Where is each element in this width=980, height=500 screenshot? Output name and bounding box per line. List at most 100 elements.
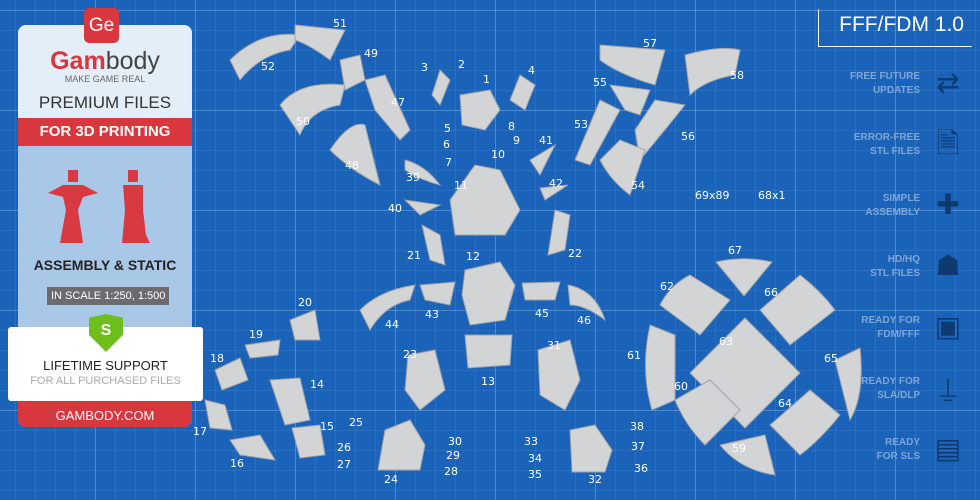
part-label: 16	[230, 457, 244, 470]
part-59	[719, 434, 776, 476]
part-23	[404, 349, 446, 411]
part-label: 34	[528, 452, 542, 465]
part-53	[574, 99, 621, 166]
part-45	[521, 281, 561, 301]
part-label: 17	[193, 425, 207, 438]
part-57	[599, 44, 666, 86]
part-label: 44	[385, 318, 399, 331]
part-label: 69x89	[695, 189, 730, 202]
part-47	[364, 74, 411, 141]
feature-line-2: STL FILES	[870, 146, 920, 157]
figurines-illustration	[48, 170, 150, 243]
part-label: 9	[513, 134, 520, 147]
part-label: 25	[349, 416, 363, 429]
feature-line-1: READY FOR	[861, 315, 920, 326]
part-60	[674, 379, 741, 446]
part-label: 67	[728, 244, 742, 257]
part-label: 41	[539, 134, 553, 147]
part-label: 22	[568, 247, 582, 260]
part-41	[529, 143, 557, 176]
scale-badge: IN SCALE 1:250, 1:500	[47, 287, 170, 305]
feature-item: HD/HQ STL FILES	[800, 253, 920, 281]
part-label: 53	[574, 118, 588, 131]
part-1	[459, 89, 501, 131]
puzzle-icon: ✚	[936, 189, 960, 220]
file-check-icon: 🗎	[936, 128, 960, 159]
part-label: 60	[674, 380, 688, 393]
part-label: 20	[298, 296, 312, 309]
sls-printer-icon: ▤	[934, 433, 962, 464]
part-label: 23	[403, 348, 417, 361]
part-label: 12	[466, 250, 480, 263]
part-31	[537, 339, 581, 411]
part-label: 11	[454, 179, 468, 192]
brand-logo: Gambody	[50, 47, 160, 75]
part-label: 24	[384, 473, 398, 486]
tagline: MAKE GAME REAL	[64, 74, 146, 84]
part-label: 18	[210, 352, 224, 365]
feature-line-2: UPDATES	[872, 85, 920, 96]
part-label: 65	[824, 352, 838, 365]
support-title: LIFETIME SUPPORT	[43, 358, 168, 373]
part-label: 21	[407, 249, 421, 262]
for-3d-printing-banner: FOR 3D PRINTING	[18, 118, 192, 146]
part-24	[377, 419, 426, 471]
part-65	[834, 347, 862, 422]
part-50	[279, 83, 346, 137]
part-20	[289, 309, 321, 341]
part-label: 39	[406, 171, 420, 184]
part-49	[339, 54, 366, 91]
part-label: 14	[310, 378, 324, 391]
part-62	[659, 274, 731, 336]
part-label: 62	[660, 280, 674, 293]
part-label: 5	[444, 122, 451, 135]
feature-line-2: STL FILES	[870, 268, 920, 279]
part-label: 66	[764, 286, 778, 299]
fdm-printer-icon: ▣	[934, 311, 962, 342]
part-label: 48	[345, 159, 359, 172]
part-18	[214, 357, 249, 391]
support-subtitle: FOR ALL PURCHASED FILES	[30, 375, 181, 387]
part-label: 51	[333, 17, 347, 30]
part-label: 13	[481, 375, 495, 388]
assembly-static-text: ASSEMBLY & STATIC	[33, 257, 177, 273]
part-58	[684, 47, 741, 97]
part-label: 35	[528, 468, 542, 481]
part-32	[569, 424, 613, 473]
part-label: 33	[524, 435, 538, 448]
part-42	[539, 184, 569, 201]
part-label: 52	[261, 60, 275, 73]
part-label: 4	[528, 64, 535, 77]
part-label: 19	[249, 328, 263, 341]
part-14	[269, 377, 311, 426]
feature-line-2: ASSEMBLY	[865, 207, 920, 218]
part-label: 27	[337, 458, 351, 471]
part-label: 1	[483, 73, 490, 86]
part-4	[509, 74, 536, 111]
gambody-link[interactable]: GAMBODY.COM	[18, 401, 192, 427]
part-label: 37	[631, 440, 645, 453]
part-label: 59	[732, 442, 746, 455]
feature-line-1: READY FOR	[861, 376, 920, 387]
part-label: 50	[296, 115, 310, 128]
person-icon: ☗	[935, 250, 961, 281]
sync-icon: ⇄	[936, 67, 960, 98]
part-label: 45	[535, 307, 549, 320]
part-label: 68x1	[758, 189, 786, 202]
part-label: 43	[425, 308, 439, 321]
part-label: 47	[391, 96, 405, 109]
part-label: 38	[630, 420, 644, 433]
part-label: 49	[364, 47, 378, 60]
feature-line-1: HD/HQ	[887, 254, 920, 265]
part-label: 29	[446, 449, 460, 462]
version-label: FFF/FDM 1.0	[818, 9, 972, 47]
part-label: 40	[388, 202, 402, 215]
part-label: 15	[320, 420, 334, 433]
premium-files-heading: PREMIUM FILES	[38, 93, 172, 112]
part-46	[567, 284, 606, 322]
part-wing-52	[229, 33, 301, 81]
